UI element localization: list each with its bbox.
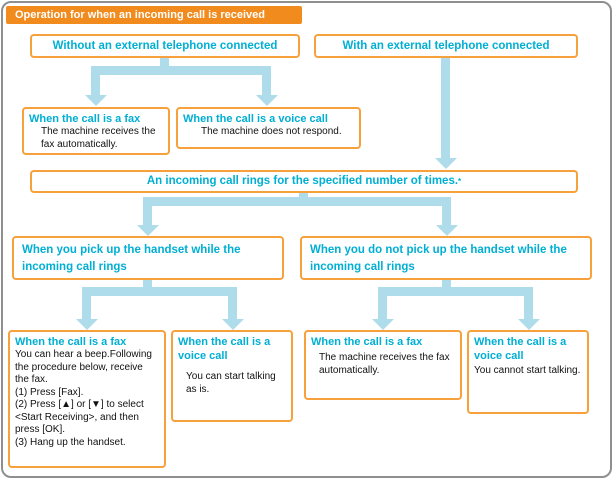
arrow-down-icon xyxy=(436,225,458,236)
connector-stem xyxy=(91,66,100,96)
node-pickup-voice: When the call is a voice call You can st… xyxy=(171,330,293,422)
node-no-pickup-fax: When the call is a fax The machine recei… xyxy=(304,330,462,400)
connector-bar xyxy=(378,287,533,296)
node-body: The machine does not respond. xyxy=(201,126,342,137)
connector-bar xyxy=(143,197,451,206)
node-title: When the call is a fax xyxy=(311,336,423,348)
connector-stem xyxy=(378,287,387,320)
node-title: When the call is a voice call xyxy=(474,336,567,362)
connector-stem xyxy=(143,197,152,226)
arrow-down-icon xyxy=(137,225,159,236)
node-title: When the call is a fax xyxy=(15,336,127,348)
node-no-ext-voice: When the call is a voice call The machin… xyxy=(176,107,361,149)
node-no-pickup-voice: When the call is a voice call You cannot… xyxy=(467,330,589,414)
connector-stem xyxy=(228,287,237,320)
footnote-mark: * xyxy=(458,177,462,186)
arrow-down-icon xyxy=(518,319,540,330)
node-no-ext-fax: When the call is a fax The machine recei… xyxy=(22,107,170,155)
connector-stem xyxy=(160,57,169,71)
connector-stem xyxy=(441,57,450,159)
node-body: You can hear a beep.Following the proced… xyxy=(15,349,152,448)
arrow-down-icon xyxy=(85,95,107,106)
node-title: When the call is a voice call xyxy=(183,113,328,125)
node-without-external-phone: Without an external telephone connected xyxy=(30,34,300,58)
connector-bar xyxy=(82,287,237,296)
node-pickup-handset: When you pick up the handset while the i… xyxy=(12,236,284,280)
arrow-down-icon xyxy=(435,158,457,169)
arrow-down-icon xyxy=(372,319,394,330)
node-body: You cannot start talking. xyxy=(474,365,581,376)
node-title: When the call is a fax xyxy=(29,113,141,125)
connector-stem xyxy=(442,197,451,226)
node-with-external-phone: With an external telephone connected xyxy=(314,34,578,58)
node-pickup-fax: When the call is a fax You can hear a be… xyxy=(8,330,166,468)
node-incoming-rings: An incoming call rings for the specified… xyxy=(30,170,578,193)
node-title: When you pick up the handset while the i… xyxy=(22,244,241,273)
arrow-down-icon xyxy=(76,319,98,330)
node-body: You can start talking as is. xyxy=(186,371,276,395)
diagram-header: Operation for when an incoming call is r… xyxy=(6,6,302,24)
connector-stem xyxy=(262,66,271,96)
node-title: An incoming call rings for the specified… xyxy=(146,175,459,187)
connector-bar xyxy=(91,66,271,75)
node-title: With an external telephone connected xyxy=(342,39,550,52)
connector-stem xyxy=(524,287,533,320)
arrow-down-icon xyxy=(222,319,244,330)
node-no-pickup-handset: When you do not pick up the handset whil… xyxy=(300,236,592,280)
node-body: The machine receives the fax automatical… xyxy=(319,352,450,376)
node-body: The machine receives the fax automatical… xyxy=(41,126,156,150)
node-title: Without an external telephone connected xyxy=(52,39,278,52)
arrow-down-icon xyxy=(256,95,278,106)
node-title: When the call is a voice call xyxy=(178,336,271,362)
connector-stem xyxy=(82,287,91,320)
node-title: When you do not pick up the handset whil… xyxy=(310,244,567,273)
